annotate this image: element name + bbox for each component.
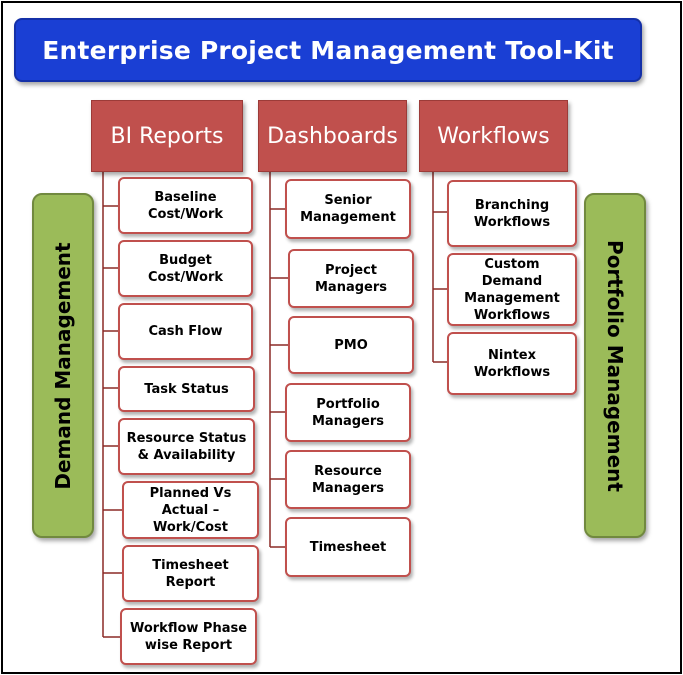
item-budget-cost-work: Budget Cost/Work bbox=[118, 240, 253, 297]
item-task-status: Task Status bbox=[118, 366, 255, 412]
item-workflow-phase-report: Workflow Phase wise Report bbox=[120, 608, 257, 665]
item-resource-managers: Resource Managers bbox=[285, 450, 411, 509]
item-senior-management: Senior Management bbox=[285, 179, 411, 239]
heading-dashboards: Dashboards bbox=[258, 100, 407, 172]
panel-demand-management-label: Demand Management bbox=[51, 241, 75, 490]
page-title: Enterprise Project Management Tool-Kit bbox=[14, 18, 642, 82]
item-baseline-cost-work: Baseline Cost/Work bbox=[118, 177, 253, 234]
item-pmo: PMO bbox=[288, 316, 414, 374]
item-project-managers: Project Managers bbox=[288, 249, 414, 308]
heading-bi-reports: BI Reports bbox=[91, 100, 243, 172]
heading-workflows: Workflows bbox=[419, 100, 568, 172]
item-timesheet-report: Timesheet Report bbox=[122, 545, 259, 602]
item-timesheet: Timesheet bbox=[285, 517, 411, 577]
item-branching-workflows: Branching Workflows bbox=[447, 180, 577, 247]
panel-portfolio-management-label: Portfolio Management bbox=[603, 239, 627, 492]
item-custom-demand-workflows: Custom Demand Management Workflows bbox=[447, 253, 577, 326]
item-cash-flow: Cash Flow bbox=[118, 303, 253, 360]
panel-demand-management: Demand Management bbox=[32, 193, 94, 538]
item-planned-vs-actual: Planned Vs Actual – Work/Cost bbox=[122, 481, 259, 539]
item-portfolio-managers: Portfolio Managers bbox=[285, 383, 411, 442]
panel-portfolio-management: Portfolio Management bbox=[584, 193, 646, 538]
item-resource-status: Resource Status & Availability bbox=[118, 418, 255, 475]
item-nintex-workflows: Nintex Workflows bbox=[447, 332, 577, 395]
